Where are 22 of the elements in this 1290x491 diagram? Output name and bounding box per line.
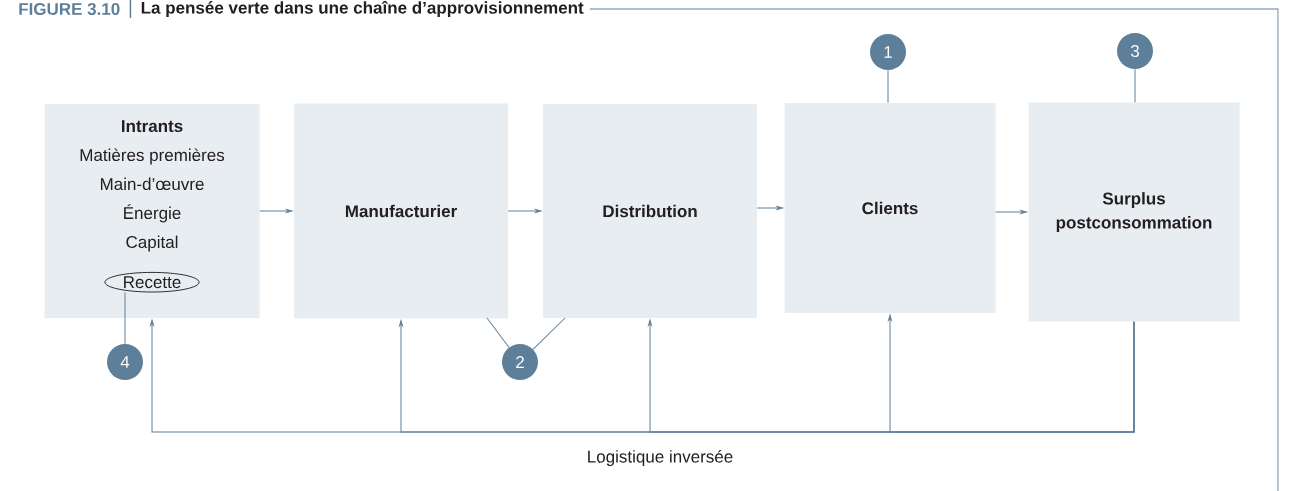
figure-number: FIGURE 3.10 <box>19 2 120 16</box>
flow-label: Logistique inversée <box>588 450 733 467</box>
reverse-flow-arrow <box>150 319 1135 433</box>
stage-box: Manufacturier <box>294 103 508 319</box>
leader-line <box>887 69 889 104</box>
callout-number: 2 <box>502 344 538 380</box>
stage-box: Surplus postconsommation <box>1028 102 1240 322</box>
arrow <box>756 206 783 210</box>
arrow <box>995 210 1027 214</box>
circled-text: Recette <box>104 272 200 293</box>
leader-line <box>1134 68 1136 103</box>
leader-line <box>486 317 510 348</box>
arrow <box>259 209 293 213</box>
stage-box: Clients <box>784 103 996 313</box>
callout-number: 3 <box>1117 33 1153 69</box>
arrow <box>507 209 542 213</box>
callout-number: 1 <box>870 34 906 70</box>
leader-line <box>124 291 126 345</box>
figure-title: La pensée verte dans une chaîne d’approvisionnement <box>141 0 584 18</box>
callout-number: 4 <box>107 344 143 380</box>
leader-line <box>532 317 566 350</box>
stage-box: Distribution <box>543 104 757 318</box>
